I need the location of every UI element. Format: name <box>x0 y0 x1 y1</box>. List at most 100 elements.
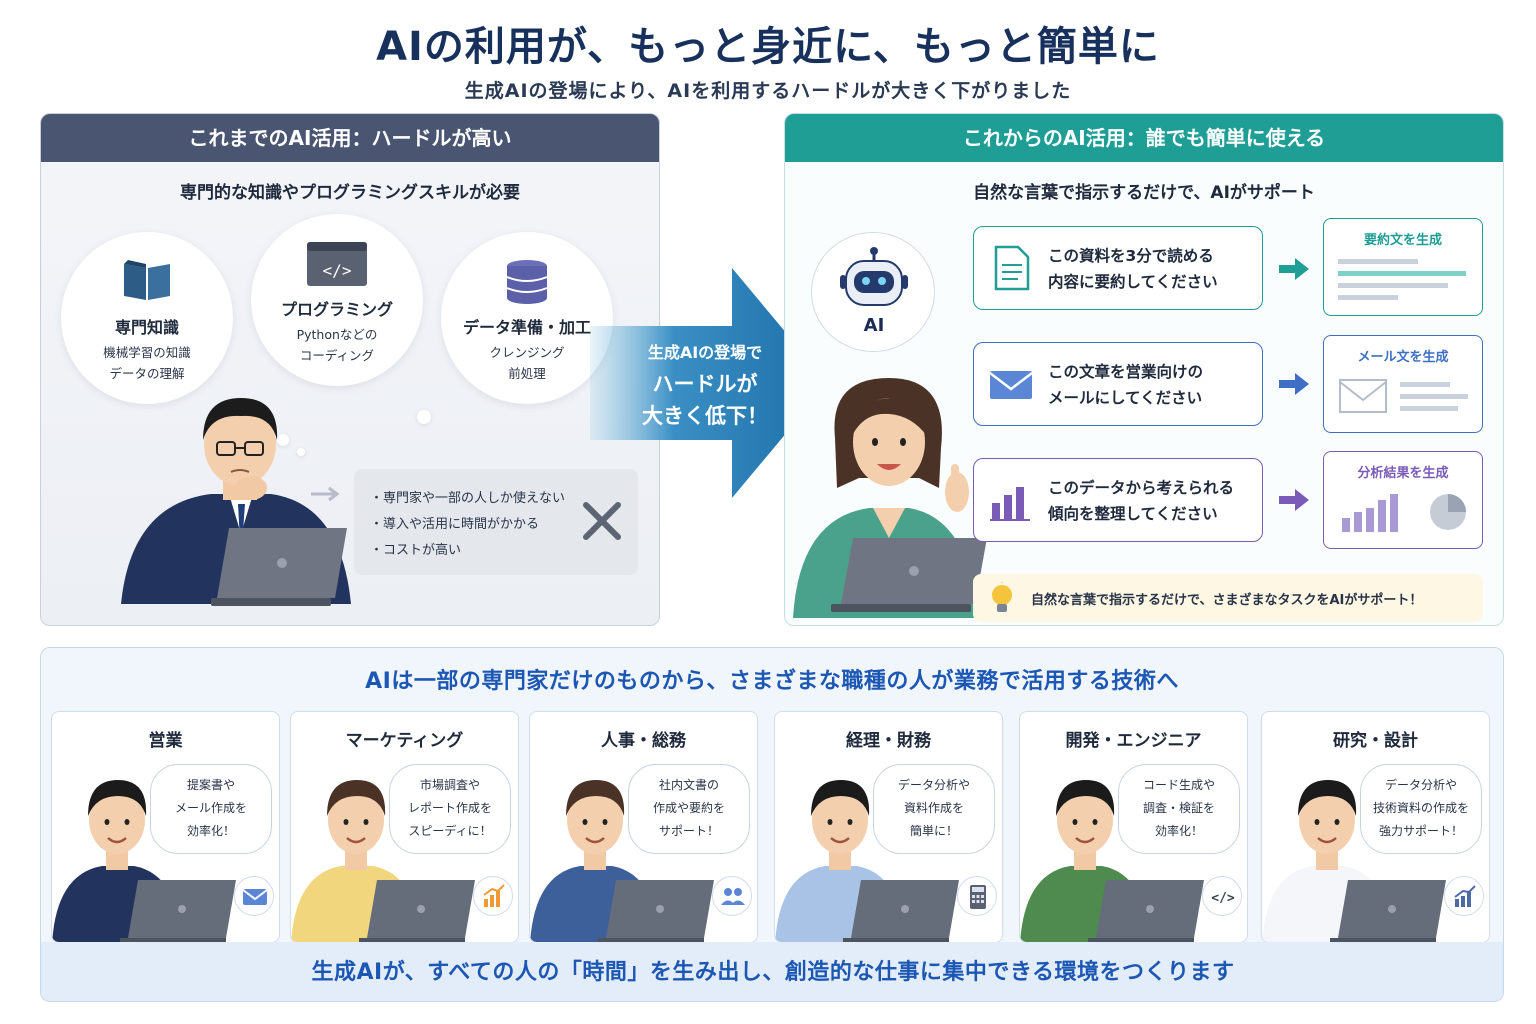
speech-bubble: 市場調査や レポート作成を スピーディに！ <box>389 764 511 854</box>
data-prep-line2: 前処理 <box>508 366 546 381</box>
request-email-bubble: この文章を営業向けのメールにしてください <box>973 342 1263 426</box>
speech-line: サポート！ <box>658 824 719 838</box>
legacy-panel-title: これまでのAI活用：ハードルが高い <box>41 114 659 162</box>
tip-banner: 自然な言葉で指示するだけで、さまざまなタスクをAIがサポート！ <box>973 574 1483 622</box>
programming-line2: コーディング <box>299 348 375 363</box>
laptop-icon <box>831 538 987 612</box>
laptop-icon <box>211 528 347 606</box>
roles-section-title: AIは一部の専門家だけのものから、さまざまな職種の人が業務で活用する技術へ <box>365 669 1179 694</box>
laptop-icon <box>598 880 714 942</box>
mail-preview-icon <box>1339 379 1468 413</box>
speech-line: 社内文書の <box>658 778 719 792</box>
thought-dot <box>417 410 431 424</box>
mail-icon <box>234 876 274 916</box>
legacy-ai-panel: これまでのAI活用：ハードルが高い 専門的な知識やプログラミングスキルが必要 専… <box>40 113 660 626</box>
knowledge-line2: データの理解 <box>109 366 185 381</box>
role-title: 研究・設計 <box>1333 731 1418 751</box>
knowledge-title: 専門知識 <box>114 318 179 337</box>
role-title: マーケティング <box>345 731 464 751</box>
thought-dot <box>277 434 289 446</box>
speech-bubble: データ分析や 資料作成を 簡単に！ <box>873 764 995 854</box>
laptop-icon <box>843 880 959 942</box>
chart-growth-icon <box>473 876 513 916</box>
page-subtitle: 生成AIの登場により、AIを利用するハードルが大きく下がりました <box>464 80 1072 102</box>
speech-line: 市場調査や <box>419 778 480 792</box>
speech-line: 技術資料の作成を <box>1372 801 1469 815</box>
role-card-5: 開発・エンジニア コード生成や 調査・検証を 効率化！ </> <box>1019 711 1248 943</box>
right-arrow-icon <box>1279 258 1309 280</box>
calculator-icon <box>957 876 997 916</box>
request-line1: この文章を営業向けの <box>1048 363 1204 381</box>
summary-lines-icon <box>1338 259 1466 300</box>
people-icon <box>712 876 752 916</box>
modern-ai-panel: これからのAI活用：誰でも簡単に使える 自然な言葉で指示するだけで、AIがサポー… <box>784 113 1504 626</box>
speech-line: メール作成を <box>174 801 247 815</box>
speech-line: レポート作成を <box>407 801 492 815</box>
speech-line: 資料作成を <box>903 801 964 815</box>
role-card-2: マーケティング 市場調査や レポート作成を スピーディに！ <box>290 711 519 943</box>
ai-assistant-bubble: AI <box>811 232 935 352</box>
tip-text: 自然な言葉で指示するだけで、さまざまなタスクをAIがサポート！ <box>1031 593 1423 608</box>
speech-line: 強力サポート！ <box>1378 824 1463 838</box>
transition-arrow <box>590 268 828 498</box>
legacy-panel-lead: 専門的な知識やプログラミングスキルが必要 <box>180 183 520 203</box>
x-icon <box>583 502 621 540</box>
issue-item: コストが高い <box>370 538 638 564</box>
book-icon <box>61 258 233 306</box>
speech-bubble: 社内文書の 作成や要約を サポート！ <box>628 764 750 854</box>
role-title: 経理・財務 <box>846 731 931 751</box>
email-result-card: メール文を生成 <box>1323 335 1483 433</box>
modern-panel-lead: 自然な言葉で指示するだけで、AIがサポート <box>973 183 1315 203</box>
programming-title: プログラミング <box>280 300 393 319</box>
bar-chart-icon <box>990 487 1030 521</box>
roles-section: AIは一部の専門家だけのものから、さまざまな職種の人が業務で活用する技術へ 営業… <box>40 647 1504 1002</box>
data-prep-bubble: データ準備・加工 クレンジング前処理 <box>441 232 613 404</box>
role-title: 開発・エンジニア <box>1065 731 1202 751</box>
issue-item: 専門家や一部の人しか使えない <box>370 486 638 512</box>
speech-line: 提案書や <box>186 778 235 792</box>
request-line2: 内容に要約してください <box>1048 273 1218 291</box>
request-line2: メールにしてください <box>1048 389 1203 407</box>
page-title: AIの利用が、もっと身近に、もっと簡単に <box>376 24 1160 70</box>
speech-line: 作成や要約を <box>652 801 725 815</box>
request-line2: 傾向を整理してください <box>1048 505 1218 523</box>
request-line1: この資料を3分で読める <box>1048 247 1214 265</box>
analytics-icon <box>1444 876 1484 916</box>
programming-bubble: </> プログラミング Pythonなどのコーディング <box>251 214 423 386</box>
speech-line: コード生成や <box>1142 778 1215 792</box>
summary-result-card: 要約文を生成 <box>1323 218 1483 316</box>
speech-line: スピーディに！ <box>408 824 492 838</box>
role-card-1: 営業 提案書や メール作成を 効率化！ <box>51 711 280 943</box>
knowledge-line1: 機械学習の知識 <box>103 345 191 360</box>
role-card-6: 研究・設計 データ分析や 技術資料の作成を 強力サポート！ <box>1261 711 1490 943</box>
right-arrow-icon <box>1279 373 1309 395</box>
arrow-line2: ハードルが <box>652 372 758 396</box>
lightbulb-icon <box>992 582 1012 612</box>
arrow-line1: 生成AIの登場で <box>647 343 763 362</box>
role-card-4: 経理・財務 データ分析や 資料作成を 簡単に！ <box>774 711 1003 943</box>
arrow-caption: 生成AIの登場で ハードルが 大きく低下！ <box>605 338 805 432</box>
speech-line: 調査・検証を <box>1142 801 1215 815</box>
right-arrow-icon <box>1279 489 1309 511</box>
modern-panel-title: これからのAI活用：誰でも簡単に使える <box>785 114 1503 162</box>
data-prep-title: データ準備・加工 <box>462 318 591 337</box>
speech-bubble: データ分析や 技術資料の作成を 強力サポート！ <box>1360 764 1482 854</box>
arrow-line3: 大きく低下！ <box>642 404 768 428</box>
svg-text:</>: </> <box>323 261 352 280</box>
issues-box: 専門家や一部の人しか使えない 導入や活用に時間がかかる コストが高い <box>354 469 638 575</box>
request-summary-bubble: この資料を3分で読める内容に要約してください <box>973 226 1263 310</box>
laptop-icon <box>359 880 475 942</box>
request-analysis-bubble: このデータから考えられる傾向を整理してください <box>973 458 1263 542</box>
code-window-icon: </> <box>251 240 423 288</box>
laptop-icon <box>1088 880 1204 942</box>
speech-bubble: 提案書や メール作成を 効率化！ <box>150 764 272 854</box>
speech-line: データ分析や <box>897 778 970 792</box>
speech-line: 簡単に！ <box>909 824 958 838</box>
svg-text:</>: </> <box>1211 891 1235 906</box>
programming-line1: Pythonなどの <box>296 327 378 342</box>
footer-message: 生成AIが、すべての人の「時間」を生み出し、創造的な仕事に集中できる環境をつくり… <box>41 942 1503 1001</box>
request-line1: このデータから考えられる <box>1048 479 1235 497</box>
mail-icon <box>989 371 1033 399</box>
issue-item: 導入や活用に時間がかかる <box>370 512 638 538</box>
laptop-icon <box>120 880 236 942</box>
